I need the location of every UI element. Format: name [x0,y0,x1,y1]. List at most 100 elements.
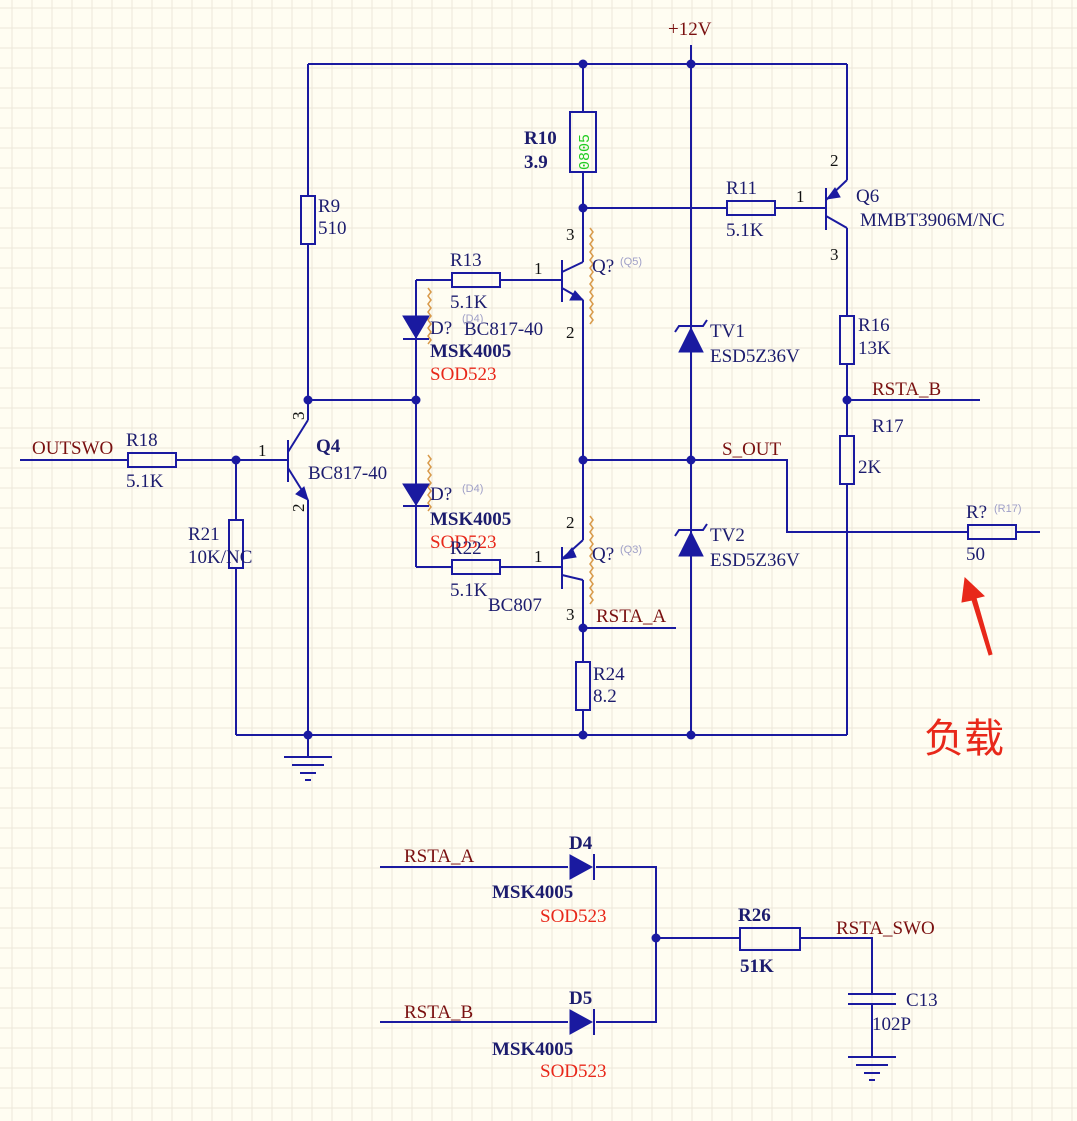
q4-pin-e: 2 [289,504,308,513]
q3-ref: Q? [592,544,614,565]
q3-ghost: (Q3) [620,544,642,556]
capacitor-c13 [848,993,896,1005]
tvs-tv1 [674,319,708,353]
tvs-tv2 [674,523,708,557]
q6-pin-e: 2 [830,151,839,170]
c13-ref: C13 [906,990,938,1011]
r16-value: 13K [858,338,891,359]
resistor-r21 [228,519,244,569]
r26-value: 51K [740,956,774,977]
q5-value: BC817-40 [464,319,543,340]
q5-pin-c: 3 [566,225,575,244]
transistor-q5 [556,260,585,302]
d-upper-value: MSK4005 [430,341,511,362]
d5-value: MSK4005 [492,1039,573,1060]
d4-pkg: SOD523 [540,906,607,927]
ground-symbol [284,756,332,781]
load-annotation: 负载 [924,716,1004,762]
net-rsta-b: RSTA_B [872,379,941,400]
resistor-r26 [739,927,801,951]
d-upper-pkg: SOD523 [430,364,497,385]
wires [20,45,1040,1057]
q4-ref: Q4 [316,436,341,457]
rload-value: 50 [966,544,985,565]
r10-ref: R10 [524,128,557,149]
q3-value: BC807 [488,595,542,616]
q4-pin-b: 1 [258,441,267,460]
ground-symbol-c13 [848,1056,896,1081]
r13-value: 5.1K [450,292,488,313]
rload-ref: R? [966,502,987,523]
q3-pin-b: 1 [534,547,543,566]
r10-value: 3.9 [524,152,548,173]
labels: +12V R10 3.9 0805 R9 510 R11 5.1K Q6 MMB… [32,19,1022,1082]
d-mid-ghost: (D4) [462,483,483,495]
r17-ref: R17 [872,416,904,437]
transistor-q4 [282,419,309,501]
resistor-r9 [300,195,316,245]
d5-ref: D5 [569,988,592,1009]
transistor-q6 [820,179,848,230]
d4-value: MSK4005 [492,882,573,903]
rload-ghost: (R17) [994,503,1022,515]
transistor-q3 [556,539,584,589]
r26-ref: R26 [738,905,771,926]
net-rsta-a: RSTA_A [596,606,667,627]
q5-pin-b: 1 [534,259,543,278]
net-outswo: OUTSWO [32,438,113,459]
r10-package: 0805 [577,134,594,170]
d4-ref: D4 [569,833,593,854]
r22-ref: R22 [450,538,482,559]
q5-pin-e: 2 [566,323,575,342]
r11-value: 5.1K [726,220,764,241]
r18-ref: R18 [126,430,158,451]
q4-pin-c: 3 [289,412,308,421]
power-label-12v: +12V [668,19,712,40]
r9-ref: R9 [318,196,340,217]
q4-value: BC817-40 [308,463,387,484]
tv2-ref: TV2 [710,525,745,546]
diode-middle [402,483,430,507]
net-rsta-a-lower: RSTA_A [404,846,475,867]
resistor-r18 [127,452,177,468]
resistor-r13 [451,272,501,288]
resistor-r16 [839,315,855,365]
q6-pin-c: 3 [830,245,839,264]
junctions [231,59,852,943]
r16-ref: R16 [858,315,890,336]
diode-d5 [569,1009,595,1035]
q3-pin-e: 2 [566,513,575,532]
d-mid-ref: D? [430,484,452,505]
diode-d4 [569,854,595,880]
r11-ref: R11 [726,178,757,199]
net-rsta-swo: RSTA_SWO [836,918,935,939]
r9-value: 510 [318,218,347,239]
tv1-value: ESD5Z36V [710,346,800,367]
q5-ghost: (Q5) [620,256,642,268]
tv1-ref: TV1 [710,321,745,342]
c13-value: 102P [872,1014,911,1035]
r24-value: 8.2 [593,686,617,707]
r24-ref: R24 [593,664,625,685]
r13-ref: R13 [450,250,482,271]
d-mid-value: MSK4005 [430,509,511,530]
d-upper-ref: D? [430,318,452,339]
diode-upper [402,315,430,340]
r21-value: 10K/NC [188,547,252,568]
r22-value: 5.1K [450,580,488,601]
net-s-out: S_OUT [722,439,782,460]
annotation-arrow [961,576,993,656]
q3-pin-c: 3 [566,605,575,624]
r17-value: 2K [858,457,882,478]
placement-marks [427,227,594,605]
resistor-r24 [575,661,591,711]
d-mid-pkg: SOD523 [430,532,497,553]
q5-ref: Q? [592,256,614,277]
resistor-r22 [451,559,501,575]
resistor-r11 [726,200,776,216]
tv2-value: ESD5Z36V [710,550,800,571]
r21-ref: R21 [188,524,220,545]
net-rsta-b-lower: RSTA_B [404,1002,473,1023]
